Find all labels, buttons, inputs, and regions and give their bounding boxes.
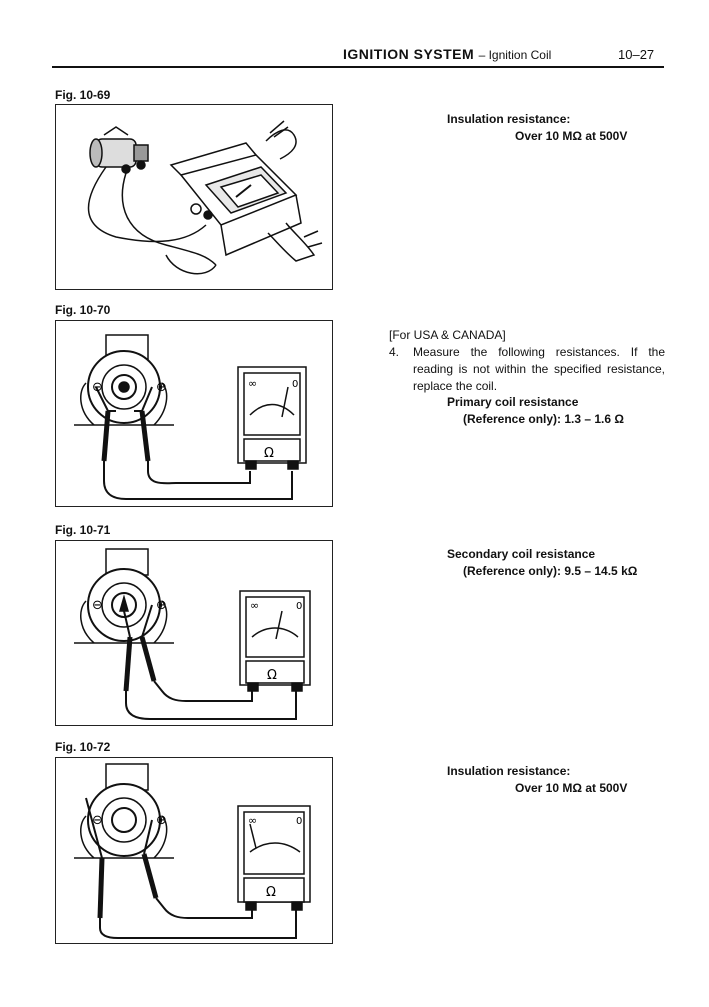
meter-zero-mark: 0: [296, 816, 302, 827]
negative-terminal-icon: ⊖: [92, 813, 103, 828]
figure-label-10-71: Fig. 10-71: [55, 523, 111, 537]
figure-label-10-69: Fig. 10-69: [55, 88, 111, 102]
secondary-coil-resistance-value: (Reference only): 9.5 – 14.5 kΩ: [463, 564, 638, 578]
figure-10-72-illustration: ⊖ ⊕ ∞ 0 Ω: [55, 757, 333, 944]
primary-coil-resistance-value: (Reference only): 1.3 – 1.6 Ω: [463, 412, 625, 426]
figure-10-71-illustration: ⊖ ⊕ ∞ 0 Ω: [55, 540, 333, 726]
positive-terminal-icon: ⊕: [156, 380, 167, 395]
primary-coil-resistance-label: Primary coil resistance: [447, 395, 579, 409]
figure-10-69-illustration: [55, 104, 333, 290]
running-header: IGNITION SYSTEM – Ignition Coil: [343, 46, 551, 62]
meter-infinity-mark: ∞: [250, 599, 259, 612]
figure-label-10-70: Fig. 10-70: [55, 303, 111, 317]
secondary-coil-resistance-label: Secondary coil resistance: [447, 547, 596, 561]
insulation-resistance-value-2: Over 10 MΩ at 500V: [515, 781, 628, 795]
insulation-resistance-label: Insulation resistance:: [447, 112, 571, 126]
insulation-resistance-value: Over 10 MΩ at 500V: [515, 129, 628, 143]
meter-zero-mark: 0: [292, 379, 298, 390]
primary-coil-test-illustration: ⊖ ⊕ ∞ 0 Ω: [74, 334, 307, 500]
region-note: [For USA & CANADA]: [389, 328, 506, 342]
meter-zero-mark: 0: [296, 601, 302, 612]
step-number: 4.: [389, 345, 400, 359]
ohm-symbol: Ω: [266, 885, 276, 900]
page-number: 10–27: [618, 47, 655, 62]
megger-test-illustration: [87, 120, 323, 275]
step-text-line-3: replace the coil.: [413, 379, 498, 393]
positive-terminal-icon: ⊕: [156, 813, 167, 828]
negative-terminal-icon: ⊖: [92, 380, 103, 395]
ohm-symbol: Ω: [267, 668, 277, 683]
secondary-coil-test-illustration: ⊖ ⊕ ∞ 0 Ω: [74, 548, 311, 720]
coil-insulation-test-illustration: ⊖ ⊕ ∞ 0 Ω: [74, 763, 311, 939]
header-title: IGNITION SYSTEM: [343, 46, 475, 62]
positive-terminal-icon: ⊕: [156, 598, 167, 613]
header-rule: [52, 66, 664, 68]
meter-infinity-mark: ∞: [248, 377, 257, 390]
insulation-resistance-label-2: Insulation resistance:: [447, 764, 571, 778]
figure-label-10-72: Fig. 10-72: [55, 740, 111, 754]
ohm-symbol: Ω: [264, 446, 274, 461]
meter-infinity-mark: ∞: [248, 814, 257, 827]
header-subtitle: – Ignition Coil: [478, 48, 552, 62]
figure-10-70-illustration: ⊖ ⊕ ∞ 0 Ω: [55, 320, 333, 507]
step-text-line-1: Measure the following resistances. If th…: [413, 345, 665, 359]
negative-terminal-icon: ⊖: [92, 598, 103, 613]
step-text-line-2: reading is not within the specified resi…: [413, 362, 665, 376]
